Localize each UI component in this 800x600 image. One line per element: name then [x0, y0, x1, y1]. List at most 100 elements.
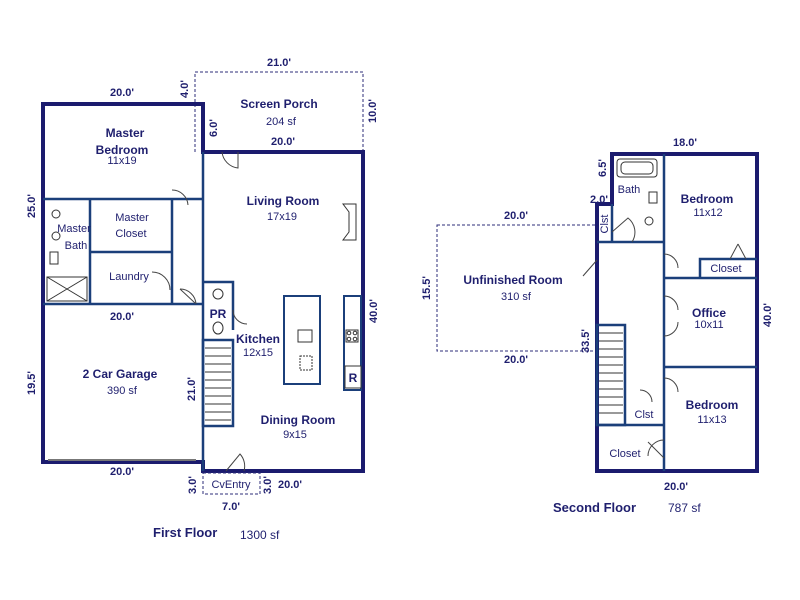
door-arc [232, 309, 248, 325]
kitchen-label: Kitchen [236, 332, 280, 346]
master-closet-label: Master [115, 212, 149, 224]
first-floor-title: First Floor [153, 525, 217, 540]
door-arc [582, 259, 598, 277]
dimension-label: 40.0' [368, 299, 380, 323]
master-bedroom-label: Bedroom [96, 143, 149, 157]
dimension-label: 21.0' [186, 377, 198, 401]
cooktop-icon [345, 329, 359, 343]
door-arc [663, 377, 679, 393]
dimension-label: 20.0' [110, 87, 134, 99]
sink-icon [644, 216, 654, 226]
dimension-label: 15.5' [421, 276, 433, 300]
dimension-label: 4.0' [179, 80, 191, 98]
dimension-label: 10.0' [367, 99, 379, 123]
door-arc [225, 453, 246, 472]
master-bedroom-size: 11x19 [107, 155, 136, 167]
sink-icon [51, 231, 61, 241]
closet-bottom-label: Closet [609, 448, 640, 460]
dimension-label: 20.0' [110, 466, 134, 478]
laundry-label: Laundry [109, 271, 149, 283]
first-floor-sf: 1300 sf [240, 528, 280, 542]
clst-bottom-label: Clst [635, 409, 654, 421]
toilet-icon [49, 251, 59, 265]
clst-label: Clst [599, 215, 611, 234]
dimension-label: 20.0' [664, 481, 688, 493]
door-arc [179, 288, 197, 305]
range-label: R [349, 371, 358, 385]
dimension-label: 21.0' [267, 57, 291, 69]
closet-top-label: Closet [710, 263, 741, 275]
dimension-label: 3.0' [187, 476, 199, 494]
dining-room-size: 9x15 [283, 429, 307, 441]
dimension-label: 2.0' [590, 194, 608, 206]
dimension-label: 20.0' [278, 479, 302, 491]
unfinished-room-outline [436, 224, 598, 352]
bedroom-top-size: 11x12 [693, 207, 722, 219]
sink-icon [51, 209, 61, 219]
bathtub-icon [616, 158, 658, 178]
door-arc [663, 253, 679, 269]
office-label: Office [692, 306, 726, 320]
unfinished-room-label: Unfinished Room [463, 273, 562, 287]
garage-label: 2 Car Garage [83, 367, 158, 381]
living-room-label: Living Room [247, 194, 320, 208]
stairs-box [201, 338, 235, 428]
bedroom-bottom-label: Bedroom [686, 398, 739, 412]
screen-porch-label: Screen Porch [240, 97, 317, 111]
range-icon [344, 365, 362, 389]
cv-entry-box [202, 472, 261, 495]
door-arc [611, 217, 636, 243]
dimension-label: 18.0' [673, 137, 697, 149]
first-floor: Master Bedroom 11x19 Master Closet Maste… [26, 57, 380, 542]
dishwasher-icon [299, 355, 313, 371]
kitchen-size: 12x15 [243, 347, 273, 359]
toilet-icon [648, 191, 658, 204]
dimension-label: 7.0' [222, 501, 240, 513]
bath-label: Bath [618, 184, 641, 196]
screen-porch-outline [194, 71, 364, 152]
bedroom-top-label: Bedroom [681, 192, 734, 206]
living-room-size: 17x19 [267, 211, 297, 223]
dimension-label: 6.5' [597, 159, 609, 177]
bedroom-bottom-size: 11x13 [697, 414, 726, 426]
door-arc [663, 295, 679, 311]
screen-porch-size: 204 sf [266, 116, 297, 128]
dimension-label: 3.0' [262, 476, 274, 494]
door-arc [729, 243, 747, 260]
door-arc [221, 151, 239, 169]
dimension-label: 19.5' [26, 371, 38, 395]
pr-label: PR [210, 307, 227, 321]
office-size: 10x11 [694, 319, 723, 331]
door-arc [171, 189, 189, 206]
stairs-second-floor [599, 332, 623, 414]
door-arc [639, 389, 653, 403]
door-arc [151, 271, 171, 291]
dimension-label: 20.0' [271, 136, 295, 148]
stairs-box [595, 323, 627, 427]
cv-entry-label: CvEntry [211, 479, 251, 491]
garage-size: 390 sf [107, 385, 138, 397]
door-arc [663, 321, 679, 337]
fireplace-icon [342, 203, 357, 241]
dimension-label: 25.0' [26, 194, 38, 218]
unfinished-room-size: 310 sf [501, 291, 532, 303]
master-closet-label: Closet [115, 228, 146, 240]
dimension-label: 20.0' [110, 311, 134, 323]
master-bath-label: Bath [65, 240, 88, 252]
dining-room-label: Dining Room [261, 413, 336, 427]
kitchen-sink-icon [297, 329, 313, 343]
dimension-label: 20.0' [504, 354, 528, 366]
first-floor-outer-wall [41, 102, 365, 473]
second-floor: Bath Clst Bedroom 11x12 Closet Unfinishe… [421, 137, 774, 515]
dimension-label: 6.0' [208, 119, 220, 137]
door-arc [647, 439, 665, 459]
master-bath-label: Master [57, 223, 91, 235]
pr-wall [203, 280, 235, 330]
master-bedroom-label: Master [106, 126, 145, 140]
stairs-first-floor [205, 347, 231, 421]
pr-toilet-icon [212, 321, 224, 335]
dimension-label: 33.5' [580, 329, 592, 353]
second-floor-sf: 787 sf [668, 501, 701, 515]
pr-sink-icon [212, 288, 224, 300]
